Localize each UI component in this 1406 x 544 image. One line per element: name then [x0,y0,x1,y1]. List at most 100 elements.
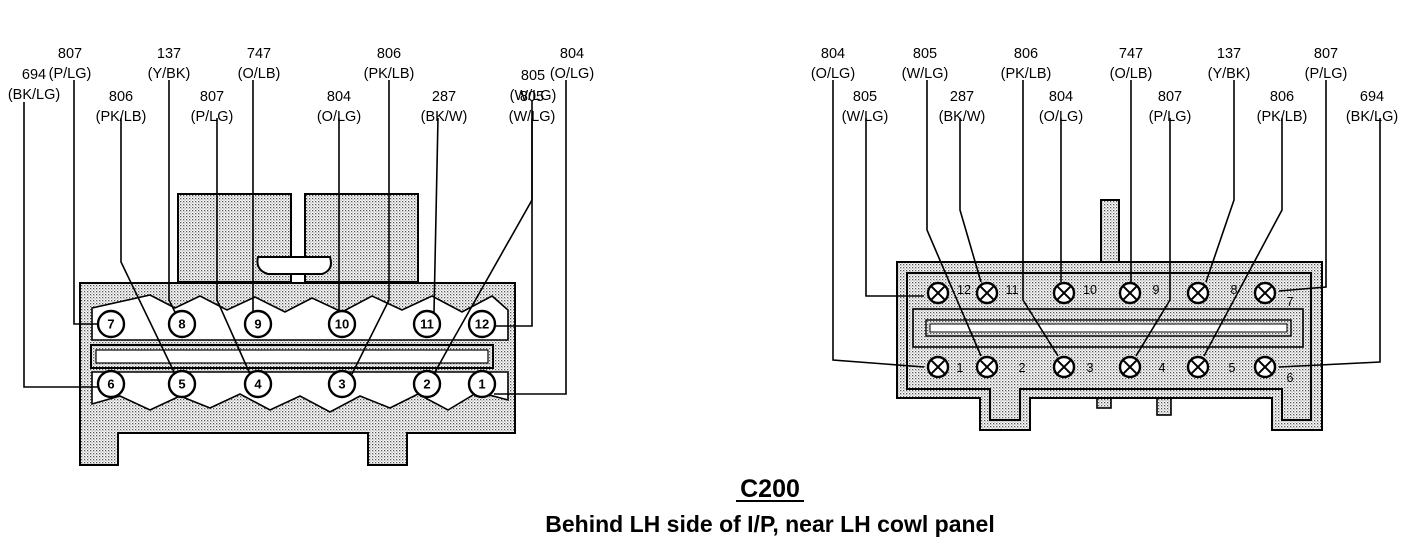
right-label-pin-3-circuit: 806 [1014,46,1038,62]
left-pin-6: 6 [96,369,126,399]
right-label-pin-1-circuit: 804 [821,46,845,62]
left-wire-pin-1 [494,80,567,395]
right-pin-number: 3 [1087,361,1094,375]
left-wire-pin-11 [433,117,439,313]
left-wire-pin-8 [168,80,176,313]
right-label-pin-4-circuit: 807 [1158,89,1182,105]
left-pin-number: 12 [475,317,489,332]
right-pin-number: 4 [1159,361,1166,375]
right-wire-pin-1 [832,80,925,368]
left-label-pin-12-circuit: 805 [521,68,545,84]
left-label-pin-2-color: (W/LG) [509,109,556,125]
left-label-pin-10-color: (O/LG) [317,109,361,125]
right-wire-labels: 804 (O/LG) 805 (W/LG) 806 (PK/LB) 807 (P/LG) 806… [811,46,1398,125]
left-label-pin-6-circuit: 694 [22,67,46,83]
right-pin-number: 7 [1287,295,1294,309]
right-pin-number: 8 [1231,283,1238,297]
right-wire-pin-7 [1278,80,1327,292]
right-pin-9: 9 [1118,281,1160,305]
right-pin-1: 1 [926,355,964,379]
left-label-pin-12-color: (W/LG) [510,88,557,104]
right-label-pin-6-color: (BK/LG) [1346,109,1398,125]
left-wire-pin-3 [351,80,390,375]
left-wire-pin-4 [216,118,251,375]
left-pin-8: 8 [167,309,197,339]
left-pin-4: 4 [243,369,273,399]
right-wire-pin-12 [865,118,924,297]
right-pin-number: 5 [1229,361,1236,375]
right-wire-pin-4 [1135,118,1171,357]
right-pin-7: 7 [1253,281,1294,309]
right-label-pin-9-color: (O/LB) [1110,66,1153,82]
left-label-pin-11-circuit: 287 [432,89,456,105]
left-label-pin-11-color: (BK/W) [421,109,468,125]
left-connector-body [79,193,516,466]
right-wire-pin-8 [1205,80,1235,283]
left-pin-7: 7 [96,309,126,339]
left-label-pin-8-circuit: 137 [157,46,181,62]
left-pin-number: 10 [335,317,349,332]
left-pin-number: 4 [254,377,262,392]
left-label-pin-8-color: (Y/BK) [148,66,191,82]
right-pin-11: 11 [975,281,1019,305]
right-label-pin-11-color: (BK/W) [939,109,986,125]
right-wire-pin-5 [1203,118,1283,357]
right-wire-lines [832,80,1381,368]
left-label-pin-7-circuit: 807 [58,46,82,62]
left-wire-pin-5 [120,118,176,375]
right-label-pin-2-color: (W/LG) [902,66,949,82]
right-pin-number: 9 [1153,283,1160,297]
right-label-pin-3-color: (PK/LB) [1001,66,1052,82]
left-pin-12: 12 [467,309,497,339]
right-pin-5: 5 [1186,355,1236,379]
left-wire-pin-6 [23,102,98,388]
right-label-pin-12-circuit: 805 [853,89,877,105]
left-label-pin-9-color: (O/LB) [238,66,281,82]
left-label-pin-3-circuit: 806 [377,46,401,62]
right-pin-2: 2 [975,355,1026,379]
left-wire-labels: 804(O/LG)805(W/LG)806(PK/LB)807(P/LG)806… [8,46,594,125]
left-pin-5: 5 [167,369,197,399]
right-pin-6: 6 [1253,355,1294,385]
right-label-pin-9-circuit: 747 [1119,46,1143,62]
connector-location: Behind LH side of I/P, near LH cowl pane… [545,511,994,537]
right-wire-pin-11 [959,118,982,283]
left-label-pin-10-circuit: 804 [327,89,351,105]
right-pin-number: 2 [1019,361,1026,375]
right-label-pin-10-circuit: 804 [1049,89,1073,105]
left-pin-2: 2 [412,369,442,399]
left-pin-1: 1 [467,369,497,399]
right-label-pin-5-circuit: 806 [1270,89,1294,105]
left-label-pin-4-circuit: 807 [200,89,224,105]
right-label-pin-1-color: (O/LG) [811,66,855,82]
left-label-pin-2-circuit: 805 [520,89,544,105]
right-label-pin-8-color: (Y/BK) [1208,66,1251,82]
left-pin-3: 3 [327,369,357,399]
right-wire-pin-6 [1278,118,1381,368]
right-wire-pin-2 [926,80,982,357]
left-pin-number: 7 [107,317,114,332]
left-label-pin-3-color: (PK/LB) [364,66,415,82]
left-label-pin-6-color: (BK/LG) [8,87,60,103]
left-pin-number: 1 [478,377,485,392]
right-label-pin-2-circuit: 805 [913,46,937,62]
right-connector-body [896,199,1323,431]
right-label-pin-4-color: (P/LG) [1149,109,1192,125]
right-pin-number: 11 [1006,283,1019,297]
left-pin-9: 9 [243,309,273,339]
right-pin-number: 1 [957,361,964,375]
left-label-pin-5-color: (PK/LB) [96,109,147,125]
right-label-pin-8-circuit: 137 [1217,46,1241,62]
left-wire-pin-7 [73,80,98,325]
connector-id: C200 [740,475,800,503]
left-pin-number: 6 [107,377,114,392]
right-label-pin-12-color: (W/LG) [842,109,889,125]
left-pin-10: 10 [327,309,357,339]
left-label-pin-5-circuit: 806 [109,89,133,105]
left-pin-11: 11 [412,309,442,339]
left-pin-number: 3 [338,377,345,392]
right-label-pin-7-circuit: 807 [1314,46,1338,62]
